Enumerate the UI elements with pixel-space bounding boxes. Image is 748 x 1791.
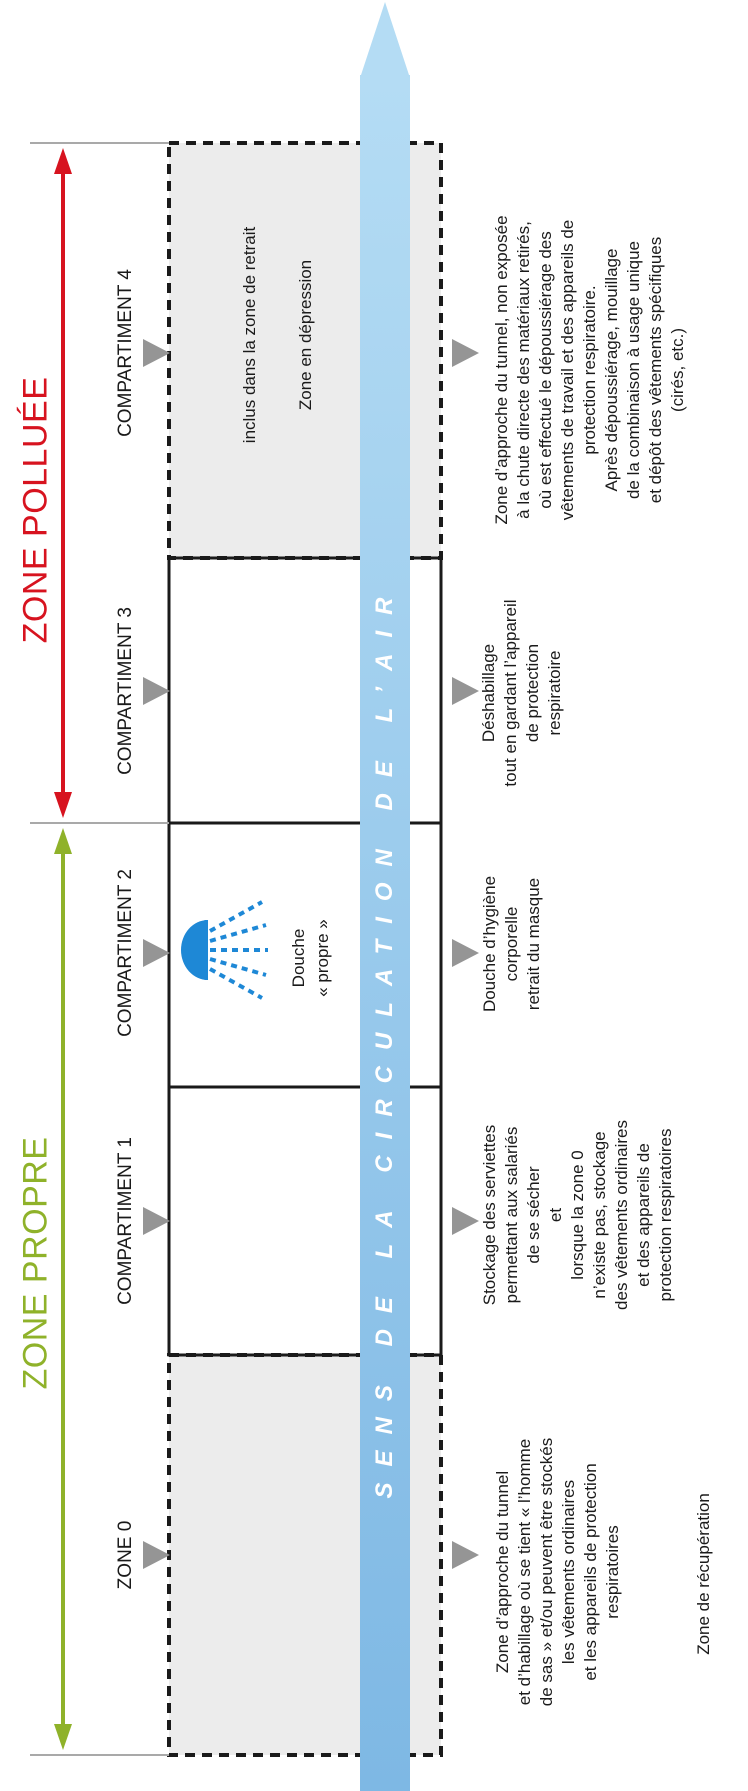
desc-marker-comp1: [452, 1207, 479, 1235]
zone0-recuperation-note: Zone de récupération: [694, 1493, 713, 1655]
comp4-description-line: et dépôt des vêtements spécifiques: [646, 236, 665, 504]
shower-icon: [181, 900, 268, 1000]
compartment4-label: COMPARTIMENT 4: [115, 269, 136, 437]
comp1-description-line: protection respiratoires: [656, 1128, 675, 1302]
marker-comp3: [143, 677, 170, 705]
shower-label-line1: Douche: [289, 928, 308, 988]
zone0-description-line: et d’habillage où se tient « l’homme: [515, 1438, 534, 1706]
marker-zone0: [143, 1541, 170, 1569]
comp2-description-line: corporelle: [502, 906, 521, 982]
zone-polluee-title: ZONE POLLUÉE: [16, 376, 55, 644]
comp1-description-line: des vêtements ordinaires: [612, 1120, 631, 1310]
compartment4-note-depression: Zone en dépression: [296, 259, 315, 411]
marker-comp1: [143, 1207, 170, 1235]
desc-marker-zone0: [452, 1541, 479, 1569]
comp3-description-line: Déshabillage: [479, 643, 498, 743]
comp3-description-line: de protection: [523, 643, 542, 743]
comp4-description-line: à la chute directe des matériaux retirés…: [514, 221, 533, 519]
marker-comp2: [143, 939, 170, 967]
zone0-description-line: les vêtements ordinaires: [559, 1479, 578, 1665]
comp1-description-line: n’existe pas, stockage: [590, 1131, 609, 1299]
comp4-description-line: où est effectué le dépoussiérage des: [536, 231, 555, 509]
comp3-description-line: tout en gardant l’appareil: [501, 599, 520, 787]
comp4-description-line: Zone d’approche du tunnel, non exposée: [492, 215, 511, 525]
comp2-description-line: Douche d’hygiène: [480, 875, 499, 1013]
comp4-description-line: protection respiratoire.: [580, 285, 599, 455]
comp4-description-line: de la combinaison à usage unique: [624, 240, 643, 500]
comp1-description-line: lorsque la zone 0: [568, 1150, 587, 1280]
air-flow-arrow: [360, 2, 410, 1791]
desc-marker-comp2: [452, 939, 479, 967]
comp1-description-line: et: [546, 1207, 565, 1223]
comp1-description-line: de se sécher: [524, 1166, 543, 1264]
comp1-description-line: permettant aux salariés: [502, 1126, 521, 1304]
shower-label: Douche « propre »: [287, 919, 335, 997]
zone0-label: ZONE 0: [115, 1520, 136, 1590]
air-flow-label: SENS DE LA CIRCULATION DE L’AIR: [371, 581, 398, 1499]
zone-propre-arrow: [54, 828, 72, 1750]
comp1-description-line: Stockage des serviettes: [480, 1124, 499, 1306]
shower-label-line2: « propre »: [313, 919, 332, 997]
zone-propre-title: ZONE PROPRE: [16, 1136, 55, 1390]
zone0-description-line: et les appareils de protection: [581, 1463, 600, 1681]
zone0-description-line: respiratoires: [603, 1525, 622, 1619]
comp4-description-line: (cirés, etc.): [668, 327, 687, 413]
comp4-dashed-outline: [167, 141, 443, 560]
desc-marker-comp3: [452, 677, 479, 705]
desc-marker-comp4: [452, 339, 479, 367]
compartment4-note-retrait: inclus dans la zone de retrait: [240, 226, 259, 444]
comp3-description-line: respiratoire: [545, 650, 564, 736]
zone0-description-line: Zone d’approche du tunnel: [493, 1470, 512, 1674]
compartment2-label: COMPARTIMENT 2: [115, 869, 136, 1037]
zone-polluee-arrow: [54, 148, 72, 818]
comp4-description-line: Après dépoussiérage, mouillage: [602, 248, 621, 492]
tunnel-markers: [143, 339, 170, 1569]
marker-comp4: [143, 339, 170, 367]
comp2-description-line: retrait du masque: [524, 877, 543, 1011]
comp4-description-line: vêtements de travail et des appareils de: [558, 219, 577, 521]
zone0-description-line: de sas » et/ou peuvent être stockés: [537, 1437, 556, 1707]
description-markers: [452, 339, 479, 1569]
compartment1-label: COMPARTIMENT 1: [115, 1137, 136, 1305]
compartment3-label: COMPARTIMENT 3: [115, 607, 136, 775]
comp1-description-line: et des appareils de: [634, 1143, 653, 1287]
